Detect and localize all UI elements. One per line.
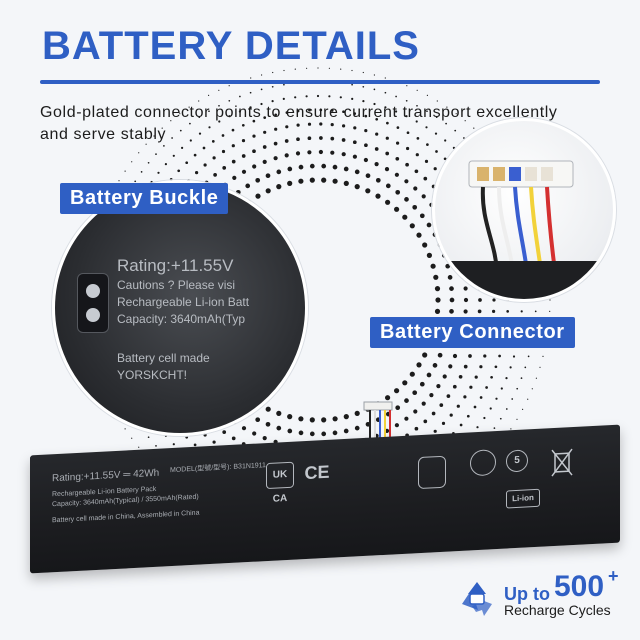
safety-mark-icon [418, 455, 446, 490]
battery-rating: Rating:+11.55V ═ 42Wh [52, 467, 160, 485]
battery-connector-label: Battery Connector [370, 317, 575, 348]
buckle-zoom-text: Rating:+11.55V Cautions ? Please visi Re… [117, 255, 249, 384]
recycle-battery-icon [462, 582, 492, 616]
battery-model: MODEL(型號/型号): B31N1911 [170, 462, 266, 475]
cycles-number: 500 [554, 570, 605, 603]
zoom-capacity: Capacity: 3640mAh(Typ [117, 312, 246, 326]
title-underline [40, 80, 600, 84]
recharge-cycles-badge: Up to 500 + Recharge Cycles [456, 566, 626, 630]
page-subtitle: Gold-plated connector points to ensure c… [40, 104, 558, 143]
connector-zoom-image [432, 118, 616, 302]
ce-mark-icon: CE [304, 461, 330, 484]
battery-body-image: Rating:+11.55V ═ 42Wh Rechargeable Li-io… [30, 424, 620, 574]
battery-buckle-label: Battery Buckle [60, 183, 229, 214]
recycling-mark-icon [470, 449, 496, 477]
connector-wires-image [435, 160, 613, 299]
buckle-clip-image [77, 273, 109, 333]
zoom-rating: Rating:+11.55V [117, 256, 234, 275]
page-title: BATTERY DETAILS [42, 24, 420, 68]
uk-ca-mark-icon: UK CA [266, 461, 294, 505]
epa-5-icon: 5 [506, 449, 528, 473]
cycles-label: Recharge Cycles [504, 602, 611, 618]
crossed-bin-icon [550, 447, 574, 478]
buckle-zoom-image: Rating:+11.55V Cautions ? Please visi Re… [52, 180, 308, 436]
zoom-rechargeable: Rechargeable Li-ion Batt [117, 295, 250, 309]
zoom-serial: YORSKCHT! [117, 368, 188, 382]
zoom-cell-origin: Battery cell made [117, 351, 210, 365]
battery-origin: Battery cell made in China, Assembled in… [52, 509, 200, 525]
li-ion-mark-icon: Li-ion [506, 488, 540, 509]
cycles-prefix: Up to [504, 584, 550, 604]
cycles-plus: + [608, 566, 619, 586]
zoom-cautions: Cautions ? Please visi [117, 278, 236, 292]
